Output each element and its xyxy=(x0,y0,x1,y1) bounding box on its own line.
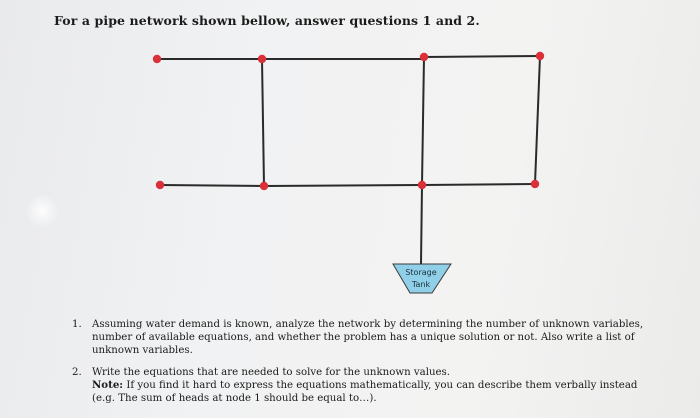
node-top-right xyxy=(535,51,545,61)
pipe-top-right xyxy=(423,55,541,58)
pipe-vertical-right xyxy=(534,55,541,185)
pipe-vertical-middle xyxy=(421,56,425,186)
pipe-bottom-right xyxy=(421,183,536,186)
node-bottom-left-end xyxy=(155,180,165,190)
note-text: If you find it hard to express the equat… xyxy=(92,380,638,404)
question-text: Write the equations that are needed to s… xyxy=(92,367,451,378)
storage-tank xyxy=(392,263,452,294)
pipe-to-tank xyxy=(420,184,423,265)
node-top-left-end xyxy=(152,54,162,64)
note-label: Note: xyxy=(92,379,124,391)
pipe-bottom-left xyxy=(159,184,265,187)
question-list: 1. Assuming water demand is known, analy… xyxy=(72,318,652,414)
node-bottom-1 xyxy=(259,181,269,191)
question-number: 2. xyxy=(72,367,82,378)
question-2: 2. Write the equations that are needed t… xyxy=(72,366,652,405)
pipe-vertical-left xyxy=(261,58,265,187)
question-1: 1. Assuming water demand is known, analy… xyxy=(72,318,652,357)
question-number: 1. xyxy=(72,319,82,330)
tank-label-line2: Tank xyxy=(411,280,431,289)
light-glare xyxy=(24,195,60,227)
pipe-bottom-middle xyxy=(263,184,423,187)
node-bottom-right xyxy=(530,179,540,189)
node-top-1 xyxy=(257,54,267,64)
node-bottom-2 xyxy=(417,180,427,190)
tank-label-line1: Storage xyxy=(405,268,436,277)
page-heading: For a pipe network shown bellow, answer … xyxy=(54,13,480,28)
question-text: Assuming water demand is known, analyze … xyxy=(92,319,644,356)
node-top-2 xyxy=(419,52,429,62)
